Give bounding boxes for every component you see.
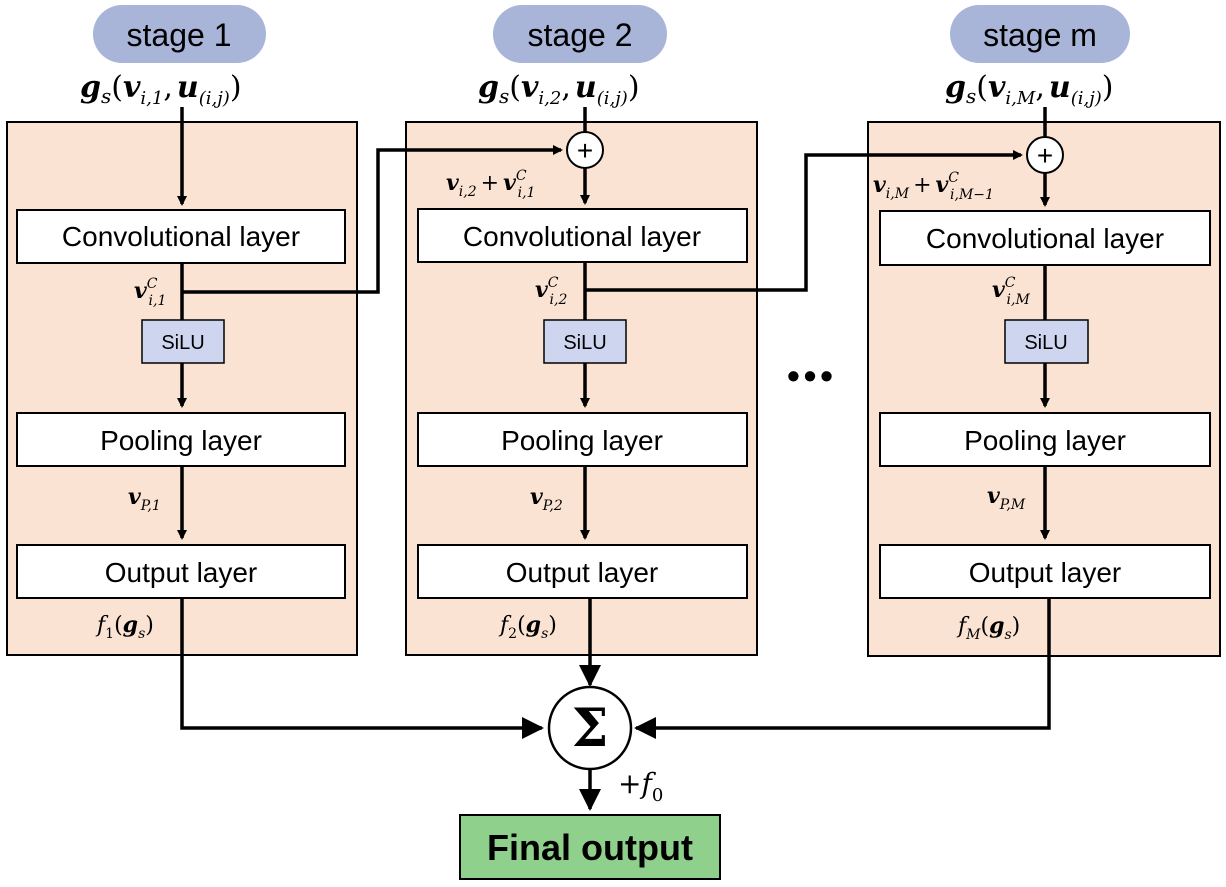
stage-m-to-sum-arrow xyxy=(634,598,1051,739)
stage-m-silu xyxy=(1004,319,1089,364)
stage-2-pool-label: Pooling layer xyxy=(501,425,663,456)
skip-connection-2-to-m xyxy=(585,150,1023,292)
stage-m-vp-label: vP,M xyxy=(987,483,1026,513)
stage-m-silu-label: SiLU xyxy=(1024,332,1067,354)
stage-2-plus-symbol: + xyxy=(577,135,593,166)
stage-1-to-sum-arrow xyxy=(180,598,544,739)
stage-2-output-layer xyxy=(417,544,748,599)
stage-m-conv-label: Convolutional layer xyxy=(926,223,1164,254)
stage-1-output-label: Output layer xyxy=(105,557,258,588)
stage-2-conv-layer xyxy=(417,208,748,263)
stage-1-input-formula: gs(vi,1,u(i,j)) xyxy=(80,70,242,109)
stage-1-conv-layer xyxy=(16,209,346,264)
stage-m-input-formula: gs(vi,M,u(i,j)) xyxy=(945,70,1114,109)
stage-2-silu xyxy=(543,319,627,364)
final-output-label: Final output xyxy=(487,827,693,868)
stage-2-input-formula: gs(vi,2,u(i,j)) xyxy=(478,70,640,109)
stage-1-silu xyxy=(141,319,225,364)
stage-2-conv-label: Convolutional layer xyxy=(463,221,701,252)
stage-m-output-label: Output layer xyxy=(969,557,1122,588)
stage-2-pool-layer xyxy=(417,412,748,467)
sum-symbol: Σ xyxy=(572,698,609,759)
stage-2-pill xyxy=(493,5,667,63)
stage-2-silu-label: SiLU xyxy=(563,332,606,354)
stage-1-pool-label: Pooling layer xyxy=(100,425,262,456)
f0-label: +f0 xyxy=(618,767,663,806)
stage-1-conv-label: Convolutional layer xyxy=(62,221,300,252)
stage-m-plus-symbol: + xyxy=(1037,140,1053,171)
stage-1-pool-layer xyxy=(16,412,346,467)
stage-1-vp-label: vP,1 xyxy=(128,484,161,514)
stage-m-conv-layer xyxy=(879,210,1211,266)
stage-2-output-label: Output layer xyxy=(506,557,659,588)
stage-m-pill xyxy=(950,5,1130,63)
stage-1-output-layer xyxy=(16,544,346,599)
stage-m-pool-label: Pooling layer xyxy=(964,425,1126,456)
stage-2-vp-label: vP,2 xyxy=(530,484,563,514)
stage-2-label: stage 2 xyxy=(528,17,633,53)
stage-m-label: stage m xyxy=(983,17,1097,53)
skip-connection-1-to-2 xyxy=(182,145,563,294)
final-output-box xyxy=(459,814,721,880)
stages-ellipsis: ••• xyxy=(787,355,837,396)
stage-m-output-layer xyxy=(879,544,1211,599)
stage-2-f-label: f2(gs) xyxy=(498,612,557,642)
stage-1-f-label: f1(gs) xyxy=(95,612,154,642)
stage-1-pill xyxy=(93,5,266,63)
stage-1-silu-label: SiLU xyxy=(161,332,204,354)
stage-1-label: stage 1 xyxy=(127,17,232,53)
